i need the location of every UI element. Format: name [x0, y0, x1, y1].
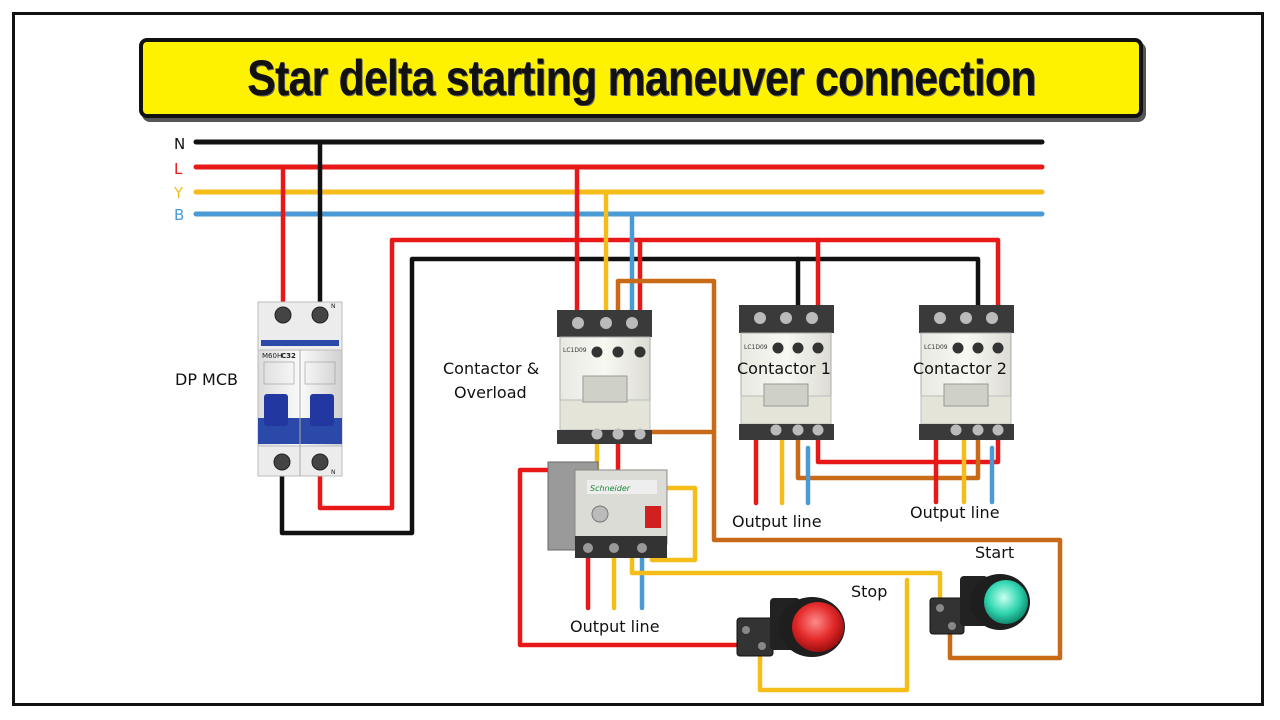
wire-control-loop [615, 278, 1063, 661]
mcb-pole-mark-top: N [331, 303, 336, 310]
contactor-2-model: LC1D09 [924, 344, 948, 351]
contactor-1: LC1D09 [739, 305, 834, 440]
page-title: Star delta starting maneuver connection [246, 50, 1036, 106]
diagram-frame [12, 12, 1264, 706]
start-button-label: Start [975, 543, 1014, 562]
dp-mcb: M60H C32 N N [257, 301, 343, 477]
mcb-model: M60H [262, 352, 282, 360]
wire-c1-c2-red-link [815, 429, 1001, 465]
output-line-main-label: Output line [570, 617, 660, 636]
output-line-c1-label: Output line [732, 512, 822, 531]
main-contactor-model: LC1D09 [563, 347, 587, 354]
line-label-n: N [174, 135, 185, 153]
wire-c1-c2-orange-link [795, 429, 981, 481]
stop-button-label: Stop [851, 582, 887, 601]
main-contactor-label-line1: Contactor & [443, 359, 539, 378]
wire-control-yellow-start [629, 545, 943, 611]
contactor-1-label: Contactor 1 [737, 359, 831, 378]
mcb-rating: C32 [281, 352, 296, 360]
main-contactor-label-line2: Overload [454, 383, 527, 402]
wire-control-yellow-stop [757, 577, 910, 693]
output-line-c2-label: Output line [910, 503, 1000, 522]
stop-pushbutton[interactable] [736, 597, 845, 657]
wire-control-red [517, 467, 751, 648]
contactor-2: LC1D09 [919, 305, 1014, 440]
stop-button[interactable] [792, 602, 844, 652]
main-contactor: LC1D09 [557, 310, 652, 444]
overload-brand: Schneider [590, 484, 631, 493]
wire-neutral-distribution [279, 256, 981, 536]
line-label-b: B [174, 206, 184, 224]
mcb-pole-mark-bottom: N [331, 469, 336, 476]
line-label-l: L [174, 160, 183, 178]
contactor-1-model: LC1D09 [744, 344, 768, 351]
contactor-2-label: Contactor 2 [913, 359, 1007, 378]
wire-phase-distribution [317, 237, 1001, 511]
mcb-label: DP MCB [175, 370, 238, 389]
overload-relay: Schneider [547, 461, 668, 558]
title-banner: Star delta starting maneuver connection [139, 38, 1143, 118]
line-label-y: Y [173, 184, 184, 202]
start-button[interactable] [984, 580, 1028, 624]
start-pushbutton[interactable] [929, 574, 1030, 635]
